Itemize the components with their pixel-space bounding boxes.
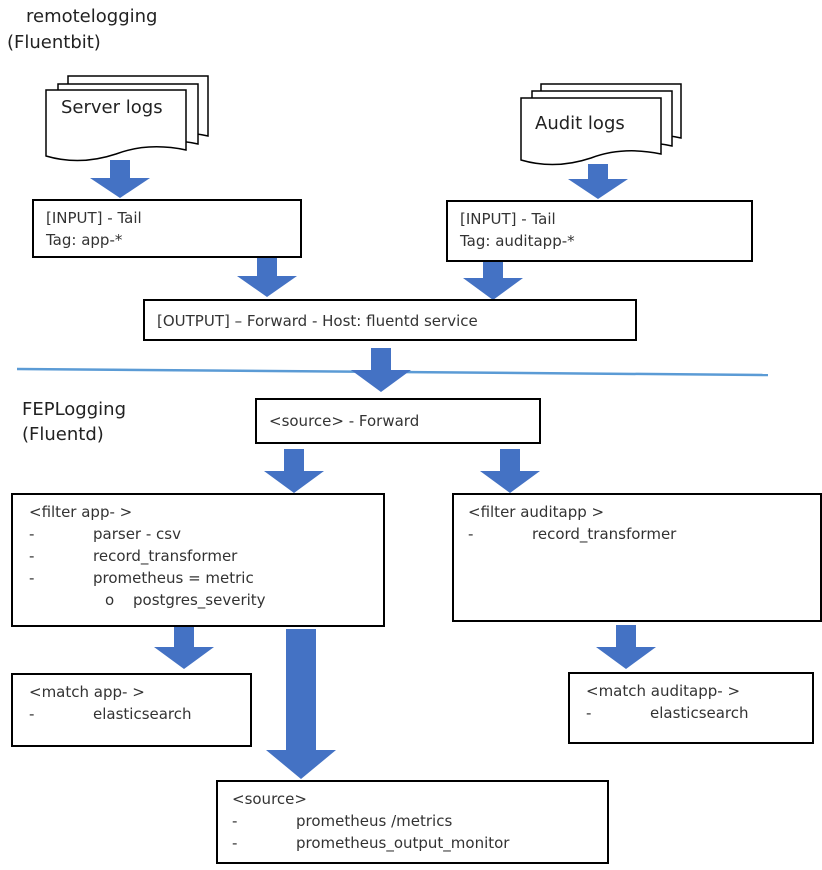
match-audit-box: <match auditapp- > -elasticsearch xyxy=(568,672,814,744)
source-prometheus-item: -prometheus_output_monitor xyxy=(232,834,510,852)
input-app-line2: Tag: app-* xyxy=(46,231,123,249)
audit-logs-document-icon xyxy=(520,83,682,166)
input-app-box: [INPUT] - Tail Tag: app-* xyxy=(32,199,302,258)
arrow-filter-app-to-match xyxy=(154,625,214,669)
filter-app-title: <filter app- > xyxy=(29,503,133,521)
filter-app-item: -parser - csv xyxy=(29,525,181,543)
filter-audit-item: -record_transformer xyxy=(468,525,677,543)
arrow-source-to-filter-audit xyxy=(480,449,540,493)
arrow-input-audit-to-output xyxy=(463,255,523,300)
input-audit-line2: Tag: auditapp-* xyxy=(460,232,575,250)
feplogging-label: FEPLogging xyxy=(22,399,126,420)
filter-app-box: <filter app- > -parser - csv -record_tra… xyxy=(11,493,385,627)
arrow-filter-app-to-source-prom xyxy=(266,629,336,779)
filter-app-item: -record_transformer xyxy=(29,547,238,565)
remotelogging-label: remotelogging xyxy=(26,6,158,27)
input-audit-line1: [INPUT] - Tail xyxy=(460,210,556,228)
server-logs-label: Server logs xyxy=(61,97,163,118)
fluentbit-label: (Fluentbit) xyxy=(7,32,101,53)
arrow-server-to-input xyxy=(90,160,150,198)
fluentd-label: (Fluentd) xyxy=(22,424,104,445)
source-forward-text: <source> - Forward xyxy=(269,412,420,430)
arrow-filter-audit-to-match xyxy=(596,625,656,669)
flow-arrows xyxy=(90,160,656,779)
source-prometheus-item: -prometheus /metrics xyxy=(232,812,453,830)
arrow-source-to-filter-app xyxy=(264,449,324,493)
match-app-box: <match app- > -elasticsearch xyxy=(11,673,252,747)
source-prometheus-box: <source> -prometheus /metrics -prometheu… xyxy=(216,780,609,864)
match-audit-item: -elasticsearch xyxy=(586,704,749,722)
input-audit-box: [INPUT] - Tail Tag: auditapp-* xyxy=(446,200,753,262)
match-app-item: -elasticsearch xyxy=(29,705,192,723)
filter-audit-box: <filter auditapp > -record_transformer xyxy=(452,493,822,622)
output-box: [OUTPUT] – Forward - Host: fluentd servi… xyxy=(143,299,637,341)
match-app-title: <match app- > xyxy=(29,683,145,701)
audit-logs-label: Audit logs xyxy=(535,113,625,134)
source-forward-box: <source> - Forward xyxy=(255,398,541,444)
arrow-output-to-fluentd xyxy=(351,348,411,392)
arrow-audit-to-input xyxy=(568,164,628,199)
input-app-line1: [INPUT] - Tail xyxy=(46,209,142,227)
source-prometheus-title: <source> xyxy=(232,790,307,808)
match-audit-title: <match auditapp- > xyxy=(586,682,741,700)
output-text: [OUTPUT] – Forward - Host: fluentd servi… xyxy=(157,312,478,330)
server-logs-document-icon xyxy=(45,75,209,162)
filter-audit-title: <filter auditapp > xyxy=(468,503,605,521)
arrow-input-app-to-output xyxy=(237,254,297,297)
filter-app-item: -prometheus = metric xyxy=(29,569,254,587)
